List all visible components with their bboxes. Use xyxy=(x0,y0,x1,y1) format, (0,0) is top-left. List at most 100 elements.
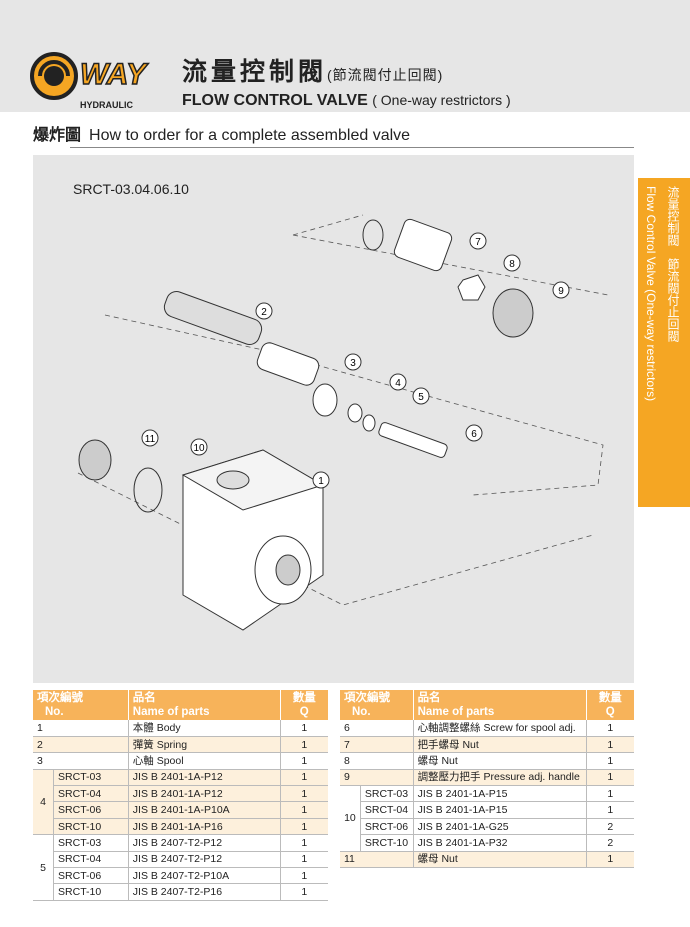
row-model: SRCT-03 xyxy=(360,785,414,803)
row-no: 3 xyxy=(33,752,129,770)
title-en: FLOW CONTROL VALVE ( One-way restrictors… xyxy=(182,92,511,109)
row-q: 1 xyxy=(280,867,328,885)
row-name: JIS B 2401-1A-P15 xyxy=(413,801,587,819)
row-no: 11 xyxy=(340,851,414,869)
row-q: 1 xyxy=(586,851,634,869)
svg-text:9: 9 xyxy=(558,286,564,297)
row-model: SRCT-04 xyxy=(360,801,414,819)
header: WAY HYDRAULIC 流量控制閥(節流閥付止回閥) FLOW CONTRO… xyxy=(0,0,690,112)
callout-7: 7 xyxy=(469,232,487,250)
title-cn: 流量控制閥(節流閥付止回閥) xyxy=(182,58,444,86)
row-name: JIS B 2401-1A-P16 xyxy=(128,818,281,836)
row-model: SRCT-10 xyxy=(53,818,129,836)
row-q: 2 xyxy=(586,818,634,836)
row-model: SRCT-10 xyxy=(360,834,414,852)
svg-text:WAY: WAY xyxy=(80,58,149,91)
row-q: 1 xyxy=(586,720,634,737)
row-no: 6 xyxy=(340,720,414,737)
side-tab-cn: 流量控制閥 節流閥付止回閥 xyxy=(666,186,680,342)
row-q: 1 xyxy=(280,818,328,836)
callout-11: 11 xyxy=(141,429,159,447)
way-logo: WAY HYDRAULIC xyxy=(30,52,150,110)
row-model: SRCT-10 xyxy=(53,883,129,901)
callout-9: 9 xyxy=(552,281,570,299)
row-name: 螺母 Nut xyxy=(413,752,587,770)
row-q: 1 xyxy=(280,851,328,869)
callout-8: 8 xyxy=(503,254,521,272)
row-model: SRCT-03 xyxy=(53,769,129,787)
row-model: SRCT-06 xyxy=(53,801,129,819)
svg-text:4: 4 xyxy=(395,378,401,389)
side-tab: 流量控制閥 節流閥付止回閥 Flow Control Valve (One-wa… xyxy=(638,178,690,507)
row-no: 10 xyxy=(340,785,361,852)
row-q: 1 xyxy=(280,801,328,819)
callout-10: 10 xyxy=(190,438,208,456)
row-model: SRCT-06 xyxy=(360,818,414,836)
row-name: 調整壓力把手 Pressure adj. handle xyxy=(413,769,587,787)
row-q: 1 xyxy=(586,769,634,787)
row-no: 5 xyxy=(33,834,55,901)
side-tab-en: Flow Control Valve (One-way restrictors) xyxy=(644,186,658,402)
row-no: 8 xyxy=(340,752,414,770)
row-q: 1 xyxy=(586,736,634,754)
svg-text:1: 1 xyxy=(318,476,324,487)
row-name: JIS B 2401-1A-G25 xyxy=(413,818,587,836)
svg-text:2: 2 xyxy=(261,307,267,318)
row-name: 本體 Body xyxy=(128,720,281,737)
svg-text:6: 6 xyxy=(471,429,477,440)
row-no: 1 xyxy=(33,720,129,737)
row-name: JIS B 2407-T2-P10A xyxy=(128,867,281,885)
callout-4: 4 xyxy=(389,373,407,391)
row-model: SRCT-04 xyxy=(53,785,129,803)
row-q: 1 xyxy=(280,752,328,770)
row-name: 心軸 Spool xyxy=(128,752,281,770)
row-name: 把手螺母 Nut xyxy=(413,736,587,754)
part-body xyxy=(181,449,325,631)
row-q: 1 xyxy=(280,834,328,852)
diagram-drawing: 1 2 3 4 5 6 7 8 9 10 11 xyxy=(77,214,609,631)
row-q: 1 xyxy=(280,785,328,803)
row-q: 1 xyxy=(586,801,634,819)
row-model: SRCT-04 xyxy=(53,851,129,869)
row-q: 1 xyxy=(280,883,328,901)
row-name: JIS B 2407-T2-P12 xyxy=(128,834,281,852)
row-q: 1 xyxy=(586,752,634,770)
row-name: JIS B 2401-1A-P12 xyxy=(128,769,281,787)
row-q: 2 xyxy=(586,834,634,852)
svg-text:7: 7 xyxy=(475,237,481,248)
model-code: SRCT-03.04.06.10 xyxy=(73,181,189,197)
svg-text:5: 5 xyxy=(418,392,424,403)
svg-text:8: 8 xyxy=(509,259,515,270)
row-model: SRCT-06 xyxy=(53,867,129,885)
row-name: JIS B 2401-1A-P10A xyxy=(128,801,281,819)
svg-text:3: 3 xyxy=(350,358,356,369)
row-no: 7 xyxy=(340,736,414,754)
